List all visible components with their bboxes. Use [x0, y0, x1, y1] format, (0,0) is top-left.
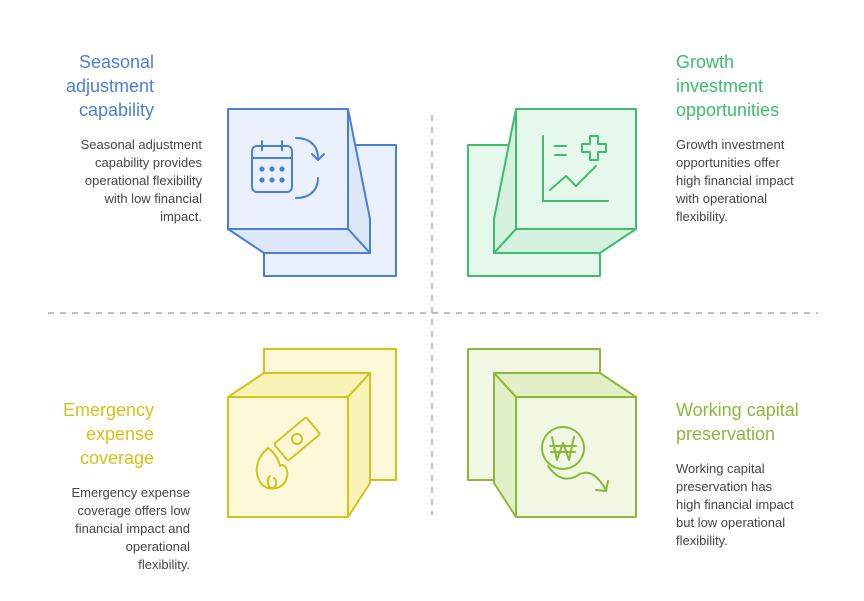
cube-bottom-right: [467, 348, 637, 518]
growth-investment-description: Growth investment opportunities offer hi…: [676, 137, 794, 224]
emergency-expense-title: Emergency expense coverage: [62, 400, 154, 468]
growth-investment-title: Growth investment opportunities: [676, 52, 780, 120]
working-capital-description: Working capital preservation has high fi…: [676, 461, 794, 548]
seasonal-adjustment-description: Seasonal adjustment capability provides …: [80, 137, 202, 224]
growth-chart-plus-icon: [542, 135, 609, 202]
cube-top-left: [227, 108, 397, 277]
calendar-refresh-icon: [251, 137, 325, 199]
won-decline-icon: [541, 426, 609, 492]
emergency-expense-description: Emergency expense coverage offers low fi…: [71, 485, 190, 572]
cube-bottom-left: [227, 348, 397, 518]
working-capital-title: Working capital preservation: [676, 400, 799, 444]
burning-money-icon: [255, 416, 321, 490]
cube-top-right: [467, 108, 637, 277]
seasonal-adjustment-title: Seasonal adjustment capability: [65, 52, 154, 120]
